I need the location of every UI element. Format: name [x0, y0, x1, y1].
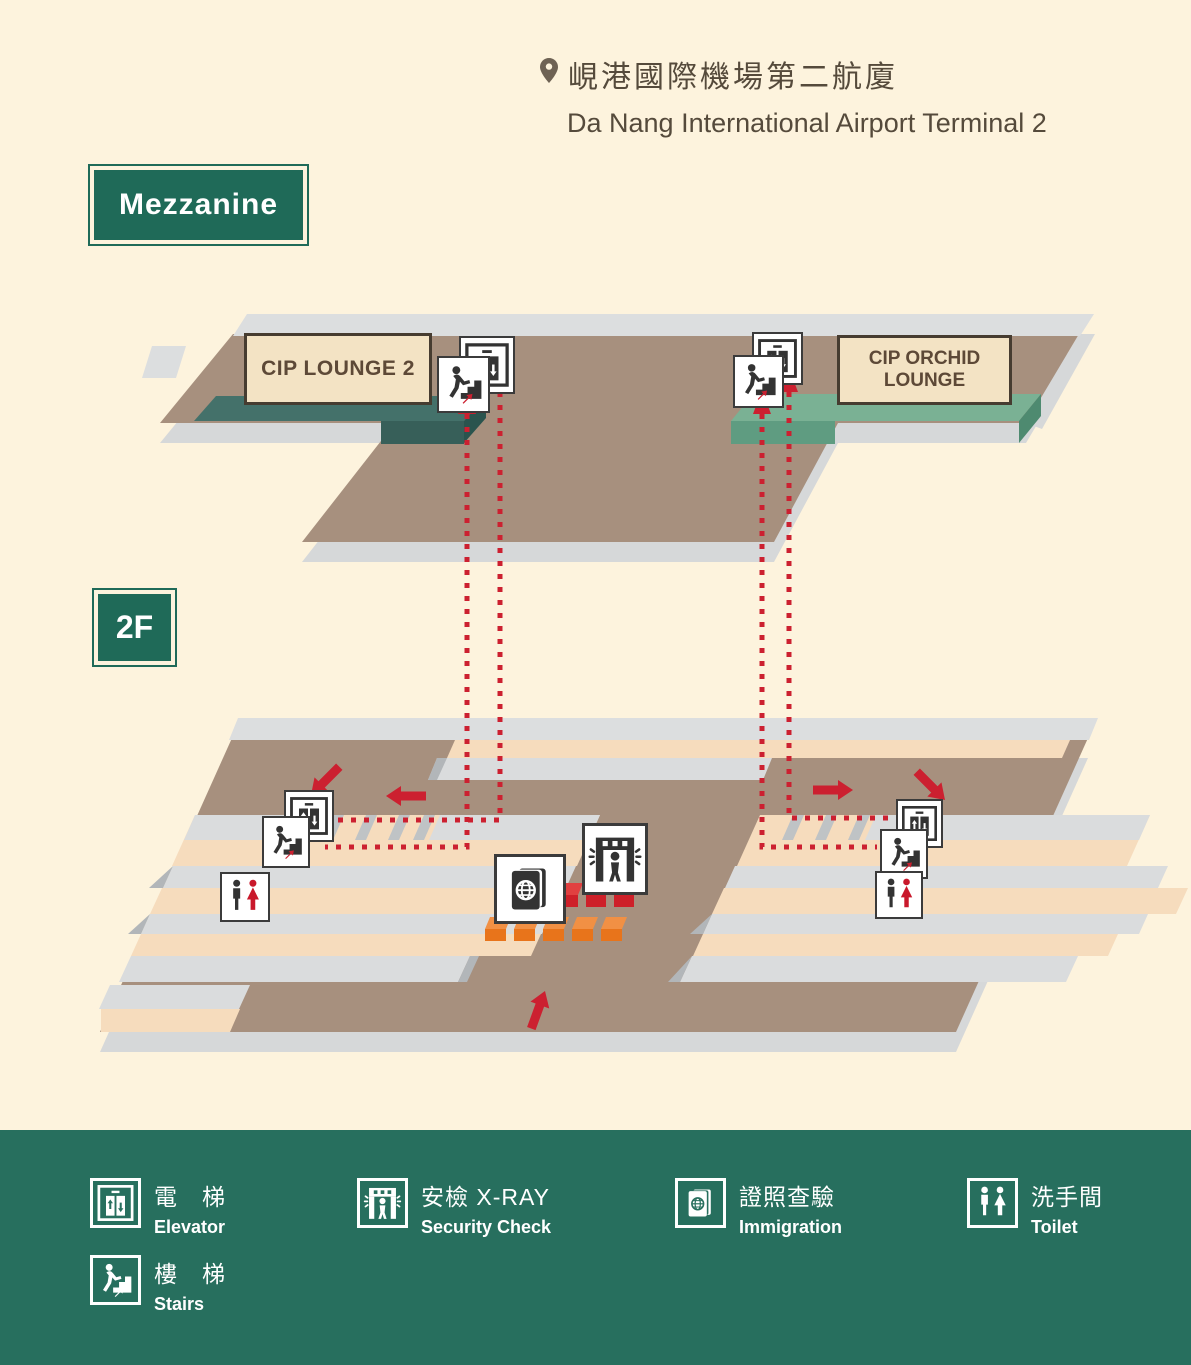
path-left-outer [337, 392, 503, 823]
toilet-icon [875, 871, 923, 919]
stairs-icon [733, 355, 784, 408]
legend-bar: 電 梯 Elevator 安檢 X-RAY Security Check 證照查… [0, 1130, 1191, 1365]
2f-floor-label: 2F [98, 594, 171, 661]
legend-item-immigration: 證照查驗 Immigration [675, 1178, 842, 1238]
stairs-icon [90, 1255, 141, 1305]
airport-title-zh: 峴港國際機場第二航廈 [568, 61, 898, 94]
toilet-icon [967, 1178, 1018, 1228]
legend-item-elevator: 電 梯 Elevator [90, 1178, 226, 1238]
elevator-icon [90, 1178, 141, 1228]
mezzanine-floor-badge: Mezzanine [88, 164, 309, 246]
legend-item-toilet: 洗手間 Toilet [967, 1178, 1103, 1238]
immigration-passport-icon [675, 1178, 726, 1228]
legend-item-stairs: 樓 梯 Stairs [90, 1255, 226, 1315]
location-pin-icon [540, 58, 558, 83]
toilet-icon [220, 872, 270, 922]
airport-title-en: Da Nang International Airport Terminal 2 [567, 108, 1047, 138]
floor-connection-paths [325, 392, 890, 850]
legend-label-zh: 電 梯 [154, 1184, 226, 1210]
page-header: 峴港國際機場第二航廈 Da Nang International Airport… [540, 52, 1047, 139]
stairs-icon [262, 816, 310, 868]
path-left-inner [325, 414, 470, 850]
legend-item-security: 安檢 X-RAY Security Check [357, 1178, 551, 1238]
arrow-down-left [311, 763, 343, 795]
legend-label-en: Immigration [739, 1217, 843, 1237]
2f-floor-badge: 2F [92, 588, 177, 667]
arrow-left [386, 786, 426, 806]
stairs-icon [437, 356, 490, 413]
legend-label-en: Security Check [421, 1217, 552, 1237]
security-check-icon [582, 823, 648, 895]
mezzanine-floor-label: Mezzanine [94, 170, 303, 240]
legend-label-en: Toilet [1031, 1217, 1078, 1237]
cip-lounge2-label: CIP LOUNGE 2 [244, 333, 432, 405]
cip-orchid-lounge-label: CIP ORCHID LOUNGE [837, 335, 1012, 405]
path-right-inner [759, 414, 877, 850]
legend-label-zh: 證照查驗 [739, 1184, 835, 1210]
legend-label-zh: 樓 梯 [154, 1261, 226, 1287]
legend-label-en: Stairs [154, 1294, 205, 1314]
arrow-up-entry [527, 991, 550, 1031]
2f-direction-arrows [311, 763, 945, 1031]
immigration-passport-icon [494, 854, 566, 924]
legend-label-en: Elevator [154, 1217, 226, 1237]
security-check-icon [357, 1178, 408, 1228]
arrow-right [813, 780, 853, 800]
legend-label-zh: 洗手間 [1031, 1184, 1103, 1210]
legend-label-zh: 安檢 X-RAY [421, 1184, 550, 1210]
stairs-icon [880, 829, 928, 879]
2f-right-pier [668, 815, 1188, 982]
arrow-down-right [913, 768, 945, 800]
